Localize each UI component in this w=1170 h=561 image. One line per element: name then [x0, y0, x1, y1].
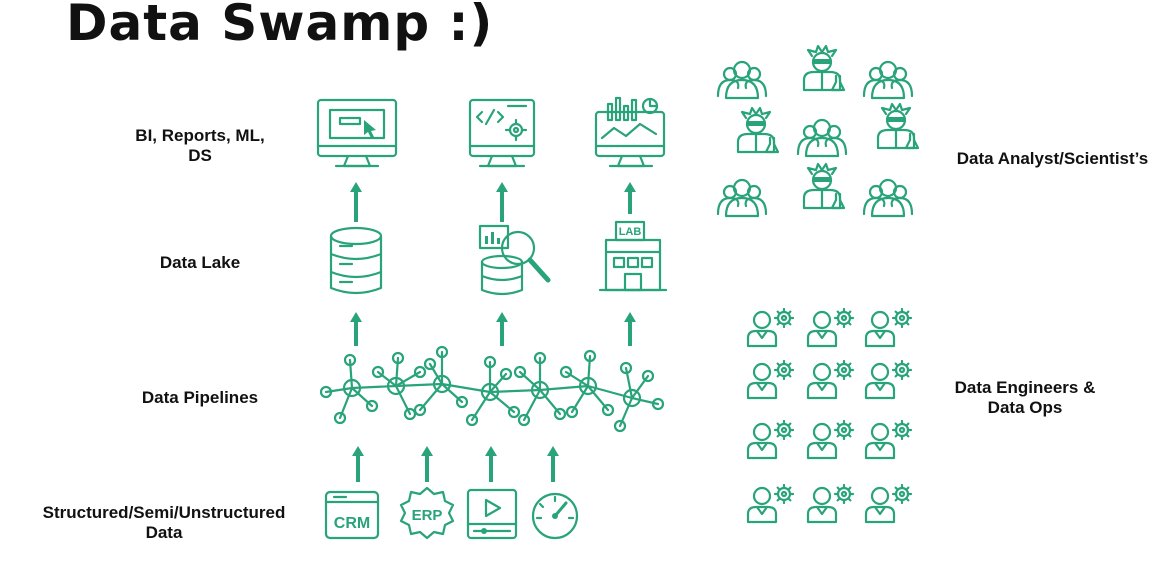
- page-title: Data Swamp :): [66, 0, 494, 52]
- scientist-icon: [802, 162, 846, 210]
- pipeline-node: [365, 399, 379, 413]
- pipeline-hub: [578, 376, 598, 396]
- dashboard-monitor-icon: [316, 98, 398, 168]
- up-arrow-icon: [547, 446, 559, 482]
- pipeline-hub: [432, 374, 452, 394]
- pipeline-node: [601, 403, 615, 417]
- pipeline-node: [651, 397, 665, 411]
- engineer-icon: [746, 307, 795, 348]
- label-data-pipelines: Data Pipelines: [141, 388, 259, 407]
- pipeline-node: [413, 403, 427, 417]
- pipeline-node: [391, 351, 405, 365]
- label-engineers: Data Engineers & Data Ops: [954, 378, 1096, 417]
- label-analysts: Data Analyst/Scientist’s: [956, 149, 1149, 168]
- pipeline-node: [371, 365, 385, 379]
- analysts-group: [716, 44, 920, 218]
- people-group-icon: [862, 60, 914, 100]
- pipeline-node: [513, 365, 527, 379]
- people-group-icon: [716, 60, 768, 100]
- lab-sign-text: LAB: [619, 226, 642, 238]
- code-monitor-icon: [468, 98, 536, 168]
- pipeline-node: [413, 365, 427, 379]
- data-search-icon: [478, 224, 551, 296]
- database-icon: [329, 226, 383, 295]
- engineer-icon: [806, 307, 855, 348]
- engineer-icon: [864, 419, 913, 460]
- pipeline-node: [403, 407, 417, 421]
- engineer-icon: [746, 483, 795, 524]
- pipeline-node: [517, 413, 531, 427]
- pipeline-links: [319, 345, 665, 433]
- scientist-icon: [802, 44, 846, 92]
- up-arrow-icon: [624, 312, 636, 346]
- erp-icon: ERP: [399, 486, 455, 540]
- erp-icon-text: ERP: [412, 507, 443, 524]
- pipeline-node: [319, 385, 333, 399]
- engineer-icon: [806, 483, 855, 524]
- pipeline-node: [423, 357, 437, 371]
- pipeline-hub: [480, 382, 500, 402]
- crm-icon: CRM: [324, 490, 380, 540]
- pipeline-hub: [530, 380, 550, 400]
- people-group-icon: [862, 178, 914, 218]
- engineer-icon: [864, 483, 913, 524]
- pipeline-network-icon: [319, 345, 665, 433]
- pipeline-node: [553, 407, 567, 421]
- up-arrow-icon: [350, 182, 362, 222]
- pipeline-node: [565, 405, 579, 419]
- engineer-icon: [806, 419, 855, 460]
- pipeline-node: [333, 411, 347, 425]
- engineers-group: [746, 307, 913, 524]
- engineer-icon: [806, 359, 855, 400]
- lab-building-icon: LAB: [598, 220, 668, 292]
- pipeline-node: [583, 349, 597, 363]
- pipeline-node: [455, 395, 469, 409]
- up-arrow-icon: [352, 446, 364, 482]
- pipeline-node: [499, 367, 513, 381]
- up-arrow-icon: [496, 312, 508, 346]
- label-sources: Structured/Semi/Unstructured Data: [42, 503, 286, 542]
- pipeline-hub: [342, 378, 362, 398]
- flow-arrows: [350, 182, 636, 482]
- pipeline-hub: [622, 388, 642, 408]
- scientist-icon: [736, 106, 780, 154]
- up-arrow-icon: [496, 182, 508, 222]
- pipeline-node: [613, 419, 627, 433]
- people-group-icon: [716, 178, 768, 218]
- people-group-icon: [796, 118, 848, 158]
- pipeline-node: [435, 345, 449, 359]
- scientist-icon: [876, 102, 920, 150]
- pipeline-node: [619, 361, 633, 375]
- pipeline-node: [343, 353, 357, 367]
- analytics-monitor-icon: [594, 96, 666, 168]
- video-player-icon: [466, 488, 518, 540]
- pipeline-node: [641, 369, 655, 383]
- engineer-icon: [746, 359, 795, 400]
- up-arrow-icon: [421, 446, 433, 482]
- up-arrow-icon: [485, 446, 497, 482]
- pipeline-node: [533, 351, 547, 365]
- pipeline-node: [465, 413, 479, 427]
- label-data-lake: Data Lake: [159, 253, 241, 272]
- pipeline-node: [483, 355, 497, 369]
- engineer-icon: [746, 419, 795, 460]
- pipeline-hub: [386, 376, 406, 396]
- engineer-icon: [864, 307, 913, 348]
- up-arrow-icon: [624, 182, 636, 214]
- pipeline-node: [507, 405, 521, 419]
- speedometer-icon: [531, 492, 579, 540]
- pipeline-node: [559, 365, 573, 379]
- engineer-icon: [864, 359, 913, 400]
- label-consumers: BI, Reports, ML, DS: [135, 126, 265, 165]
- up-arrow-icon: [350, 312, 362, 346]
- crm-icon-text: CRM: [334, 515, 370, 532]
